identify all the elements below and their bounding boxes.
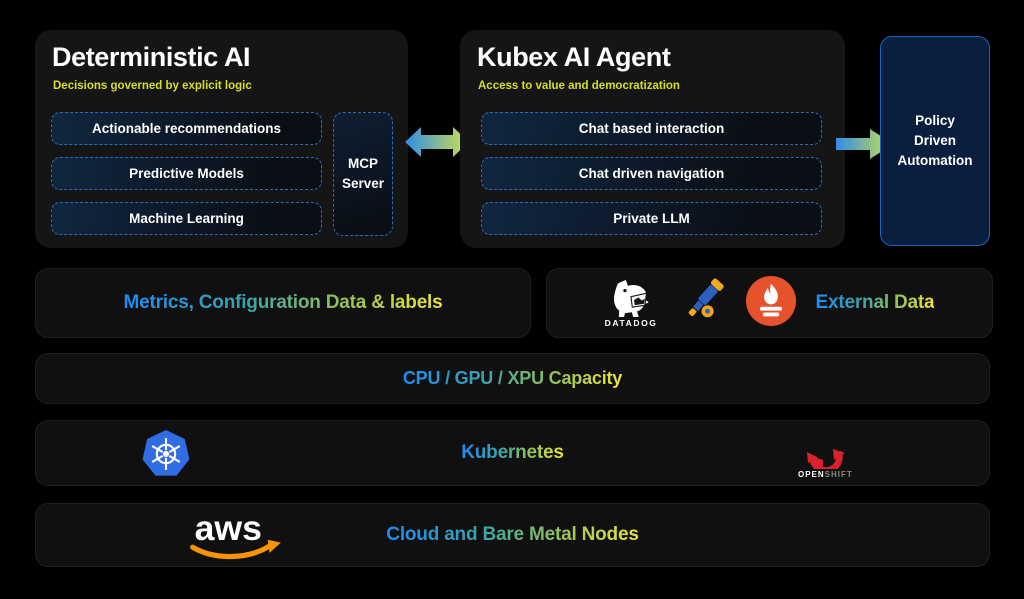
bidirectional-arrow-icon bbox=[404, 120, 470, 169]
policy-driven-automation-box: Policy Driven Automation bbox=[880, 36, 990, 246]
pill-private-llm: Private LLM bbox=[481, 202, 822, 235]
right-arrow-icon bbox=[836, 126, 894, 167]
kubex-ai-agent-card: Kubex AI Agent Access to value and democ… bbox=[460, 30, 845, 248]
pill-chat-driven-navigation: Chat driven navigation bbox=[481, 157, 822, 190]
kubernetes-row: Kubernetes OPENSHIFT bbox=[35, 420, 990, 486]
openshift-caption: OPENSHIFT bbox=[798, 470, 853, 479]
metrics-configuration-row: Metrics, Configuration Data & labels bbox=[35, 268, 531, 338]
external-data-label: External Data bbox=[815, 292, 935, 313]
deterministic-ai-card: Deterministic AI Decisions governed by e… bbox=[35, 30, 408, 248]
aws-logo-icon: aws bbox=[178, 506, 288, 571]
cloud-label: Cloud and Bare Metal Nodes bbox=[386, 524, 639, 545]
deterministic-ai-subtitle: Decisions governed by explicit logic bbox=[53, 80, 252, 92]
metrics-configuration-label: Metrics, Configuration Data & labels bbox=[123, 292, 443, 313]
openshift-logo-icon: OPENSHIFT bbox=[798, 429, 853, 479]
mcp-server-box: MCP Server bbox=[333, 112, 393, 236]
svg-text:aws: aws bbox=[195, 508, 262, 548]
pill-actionable-recommendations: Actionable recommendations bbox=[51, 112, 322, 145]
datadog-caption: DATADOG bbox=[604, 317, 658, 328]
prometheus-logo-icon bbox=[745, 275, 796, 331]
capacity-label: CPU / GPU / XPU Capacity bbox=[402, 368, 623, 388]
datadog-logo-icon: DATADOG bbox=[605, 279, 658, 328]
kubernetes-label: Kubernetes bbox=[461, 442, 564, 463]
kubex-ai-agent-title: Kubex AI Agent bbox=[477, 42, 671, 72]
kubex-ai-agent-subtitle: Access to value and democratization bbox=[478, 80, 680, 92]
kubernetes-logo-icon bbox=[141, 429, 191, 484]
pill-machine-learning: Machine Learning bbox=[51, 202, 322, 235]
telescope-icon bbox=[678, 274, 726, 333]
deterministic-ai-title: Deterministic AI bbox=[52, 42, 251, 72]
capacity-row: CPU / GPU / XPU Capacity bbox=[35, 353, 990, 404]
pill-chat-based-interaction: Chat based interaction bbox=[481, 112, 822, 145]
cloud-row: aws Cloud and Bare Metal Nodes bbox=[35, 503, 990, 567]
external-data-row: DATADOG External Data bbox=[546, 268, 993, 338]
pill-predictive-models: Predictive Models bbox=[51, 157, 322, 190]
